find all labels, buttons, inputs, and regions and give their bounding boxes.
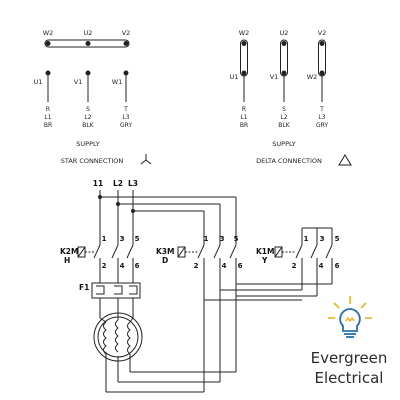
terminal-label: 4 (222, 262, 227, 270)
star-top-label: U2 (84, 29, 93, 37)
star-symbol-icon (140, 154, 152, 165)
contactor-k3m: K3M D 1 3 5 2 4 6 (156, 235, 243, 314)
coil-letter: D (162, 256, 168, 265)
terminal (85, 41, 91, 46)
motor-icon (93, 312, 236, 393)
terminal-label: 2 (292, 262, 297, 270)
terminal-label: 6 (335, 262, 340, 270)
terminal-label: 3 (320, 235, 325, 243)
delta-supply-label: BLK (278, 122, 290, 129)
terminal-label: 6 (238, 262, 243, 270)
terminal-label: 3 (220, 235, 225, 243)
delta-supply-label: T (319, 106, 324, 113)
star-supply-label: GRY (120, 122, 132, 129)
coil-letter: H (64, 256, 70, 265)
delta-supply-label: R (242, 106, 246, 113)
star-bottom-label: V1 (74, 78, 83, 86)
terminal (85, 70, 91, 76)
coil-label: K2M (60, 247, 79, 256)
delta-caption: DELTA CONNECTION (256, 157, 322, 165)
star-bottom-label: U1 (34, 78, 43, 86)
star-link-bar (44, 39, 130, 48)
terminal-label: 4 (120, 262, 125, 270)
terminal-label: 4 (319, 262, 324, 270)
terminal-label: 2 (102, 262, 107, 270)
star-supply-label: BR (44, 122, 52, 129)
delta-top-label: V2 (318, 29, 327, 37)
star-supply-title: SUPPLY (76, 140, 99, 148)
coil-letter: Y (261, 256, 268, 265)
star-connection: W2 U2 V2 U1 V1 W1 R L1 BR S L2 BLK T L3 … (34, 29, 152, 165)
delta-supply-label: L1 (240, 114, 247, 121)
power-circuit: 11 L2 L3 K2M H 1 3 5 (60, 179, 340, 393)
star-supply-label: T (123, 106, 128, 113)
terminal-label: 1 (204, 235, 209, 243)
delta-supply-label: S (282, 106, 286, 113)
terminal-label: 5 (135, 235, 140, 243)
star-supply-label: L3 (122, 114, 129, 121)
terminal (123, 70, 129, 76)
star-supply-label: L1 (44, 114, 51, 121)
star-supply-label: R (46, 106, 50, 113)
overload-box (91, 282, 141, 299)
star-supply-label: S (86, 106, 90, 113)
terminal-label: 3 (120, 235, 125, 243)
terminal (45, 70, 51, 76)
overload-relay-f1: F1 (79, 282, 141, 318)
star-bottom-label: W1 (112, 78, 123, 86)
delta-top-label: U2 (280, 29, 289, 37)
terminal (45, 41, 51, 46)
terminal-label: 5 (335, 235, 340, 243)
star-supply-label: L2 (84, 114, 91, 121)
line-label: 11 (93, 179, 103, 188)
delta-bottom-label: V1 (270, 73, 279, 81)
lightbulb-icon (328, 296, 372, 338)
star-caption: STAR CONNECTION (61, 157, 124, 165)
delta-supply-label: BR (240, 122, 248, 129)
terminal-label: 1 (304, 235, 309, 243)
brand-line-1: Evergreen (311, 349, 388, 367)
star-top-label: W2 (43, 29, 54, 37)
line-label: L2 (113, 179, 123, 188)
overload-label: F1 (79, 283, 89, 292)
delta-supply-label: GRY (316, 122, 328, 129)
brand-line-2: Electrical (315, 369, 384, 387)
delta-bottom-label: W2 (307, 73, 318, 81)
brand-logo: Evergreen Electrical (311, 296, 388, 387)
delta-supply-label: L3 (318, 114, 325, 121)
contactor-k1m: K1M Y 1 3 5 2 4 6 (256, 227, 340, 296)
coil-label: K1M (256, 247, 275, 256)
star-top-label: V2 (122, 29, 131, 37)
contactor-k2m: K2M H 1 3 5 2 4 6 (60, 235, 140, 283)
line-label: L3 (128, 179, 138, 188)
terminal-label: 5 (234, 235, 239, 243)
delta-supply-title: SUPPLY (272, 140, 295, 148)
coil-label: K3M (156, 247, 175, 256)
delta-bottom-label: U1 (230, 73, 239, 81)
delta-top-label: W2 (239, 29, 250, 37)
star-supply-label: BLK (82, 122, 94, 129)
terminal-label: 6 (135, 262, 140, 270)
delta-supply-label: L2 (280, 114, 287, 121)
delta-connection: W2 U2 V2 U1 V1 W2 R L1 BR S L2 BLK T L3 … (230, 29, 352, 166)
terminal-label: 2 (194, 262, 199, 270)
delta-symbol-icon (338, 154, 352, 166)
terminal-label: 1 (102, 235, 107, 243)
terminal (123, 41, 129, 46)
